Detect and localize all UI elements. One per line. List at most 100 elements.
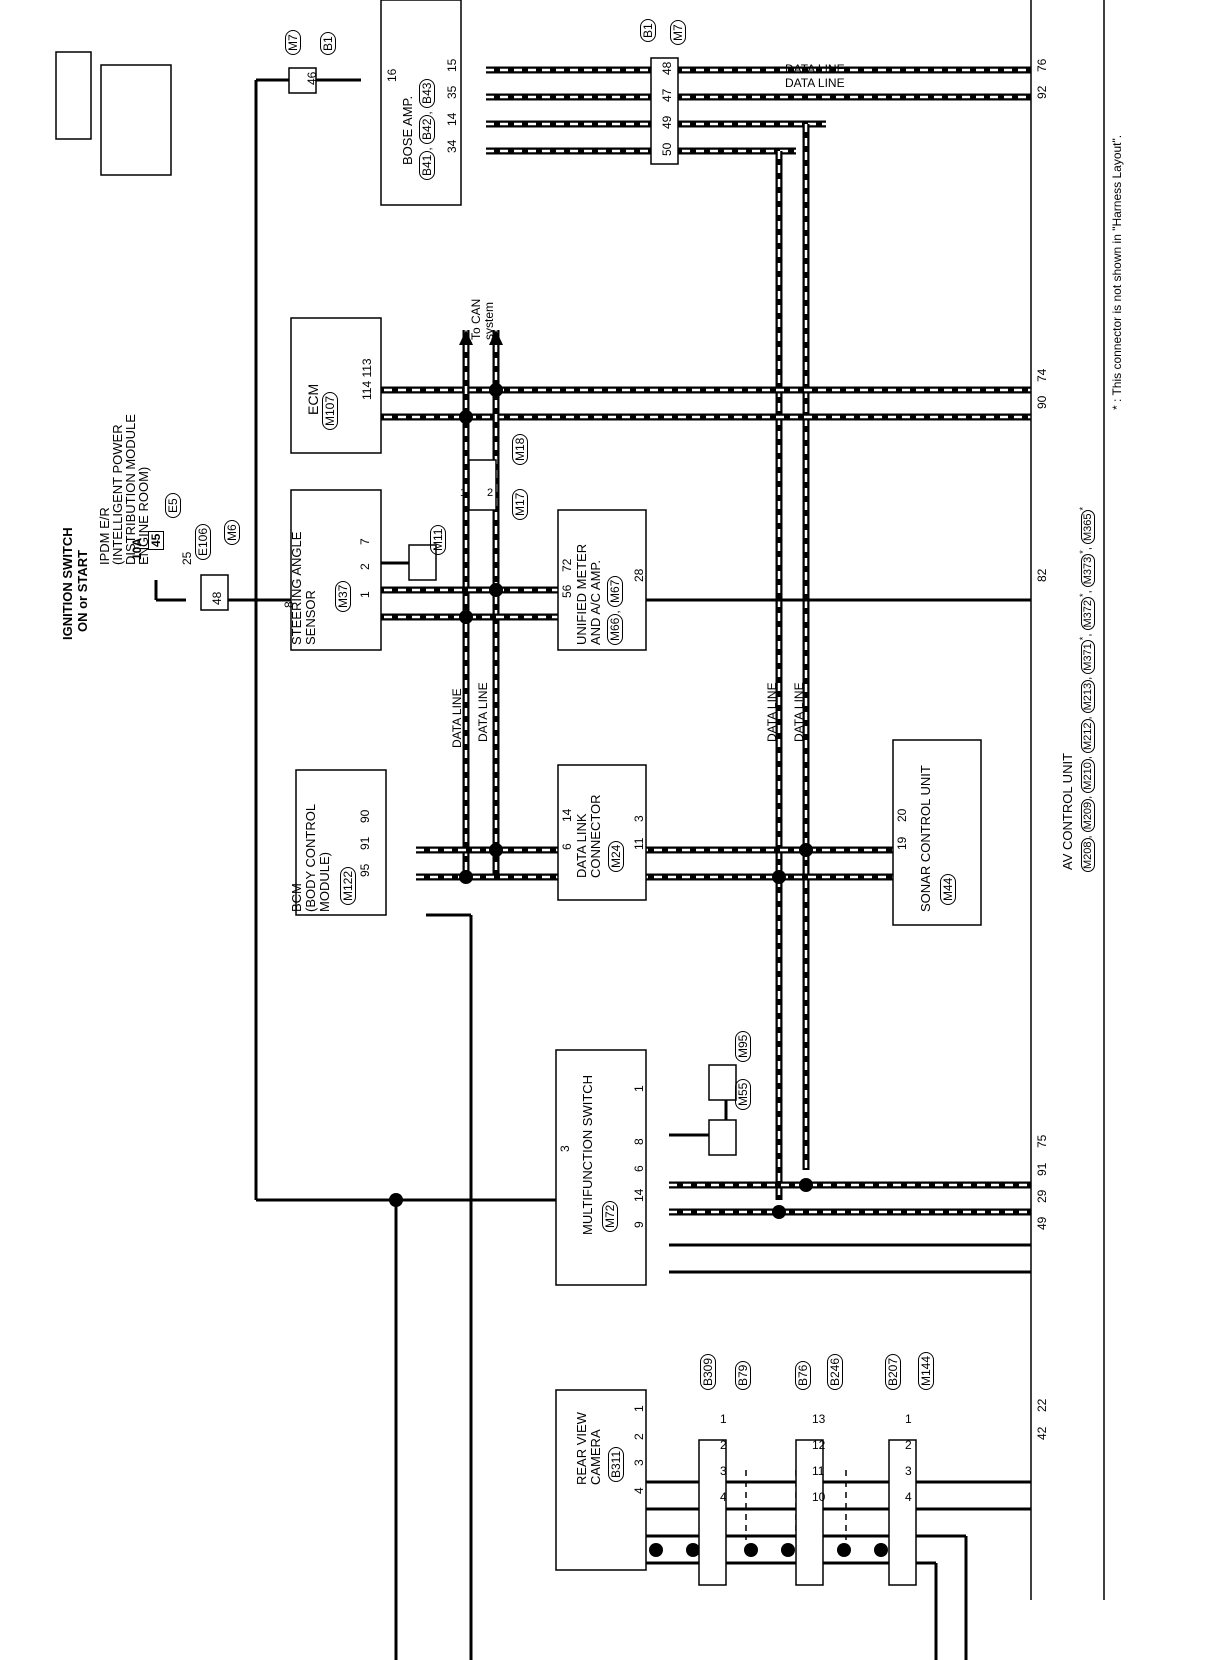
av-pin-75: 75 [1035,1134,1049,1148]
bose-pin-14: 14 [445,112,459,126]
av-pin-74: 74 [1035,368,1049,382]
camera-connector: B311 [608,1446,624,1482]
steering-pin-2: 2 [358,563,372,570]
meter-pin-56: 56 [560,584,574,598]
meter-connectors: M66, M67 [607,575,623,645]
m17-pin-2: 2 [487,487,494,499]
ecm-label: ECM [305,383,321,415]
b1-pin-48: 48 [660,61,674,75]
av-pin-49: 49 [1035,1216,1049,1230]
b207-pin-4: 4 [905,1490,912,1504]
steering-sensor-box [290,489,382,651]
can-system-label: To CAN system [469,298,496,340]
b207-pill: B207 [885,1353,901,1390]
ground-m55: M55 [735,1078,751,1110]
camera-pin-3: 3 [632,1459,646,1466]
b207-pin-2: 2 [905,1438,912,1452]
ecm-connector: M107 [322,391,338,430]
bcm-pin-90: 90 [358,809,372,823]
m18-pill: M18 [512,433,528,465]
av-pin-91: 91 [1035,1162,1049,1176]
av-control-unit-title: AV CONTROL UNIT [1060,752,1075,870]
mfs-pin-14: 14 [632,1188,646,1202]
bcm-pin-91: 91 [358,836,372,850]
bcm-connector: M122 [340,866,356,905]
b309-pin-4: 4 [720,1490,727,1504]
ignition-switch-label: IGNITION SWITCH ON or START [60,527,90,640]
dlc-pin-6: 6 [560,843,574,850]
ignition-switch-box [55,51,92,140]
b309-pill: B309 [700,1353,716,1390]
av-pin-82: 82 [1035,568,1049,582]
bose-data-lines [486,66,1031,1200]
b1-right-pill: B1 [640,19,656,42]
rear-view-camera-label: REAR VIEW CAMERA [574,1412,603,1485]
dlc-pin-11: 11 [632,837,646,850]
sonar-pin-19: 19 [895,836,909,850]
bose-pin-15: 15 [445,58,459,72]
sonar-label: SONAR CONTROL UNIT [918,765,933,912]
camera-pin-2: 2 [632,1433,646,1440]
b76-pin-13: 13 [812,1412,826,1426]
mfs-pin-8: 8 [632,1138,646,1145]
steering-pin-8: 8 [282,601,296,608]
bose-pin-35: 35 [445,85,459,99]
steering-pin-7: 7 [358,538,372,545]
steering-sensor-label: STEERING ANGLE SENSOR [289,531,318,645]
fuse-rating: 10A [130,537,144,560]
m144-pill: M144 [918,1351,934,1390]
camera-pin-1: 1 [632,1405,646,1412]
dlc-pin-14: 14 [560,808,574,822]
ipdm-box [100,64,172,176]
camera-pin-4: 4 [632,1487,646,1494]
b309-pin-2: 2 [720,1438,727,1452]
steering-connector: M37 [335,580,351,612]
ecm-pins: 114 113 [360,358,374,400]
av-control-unit-connectors: M208, M209, M210, M212, M213, M371*, M37… [1078,507,1095,872]
bose-connectors: B41, B42, B43 [419,78,435,180]
av-pin-90: 90 [1035,395,1049,409]
mfs-pin-6: 6 [632,1165,646,1172]
m6-pill: M6 [224,520,240,545]
data-line-nodes [459,383,813,1219]
e106-pill: E106 [195,523,211,560]
bcm-pin-95: 95 [358,863,372,877]
joint-connectors [200,57,917,1586]
ground-symbols [408,544,737,1156]
multifunction-switch-label: MULTIFUNCTION SWITCH [580,1074,595,1235]
b79-pill: B79 [735,1360,751,1390]
av-pin-42: 42 [1035,1426,1049,1440]
b207-pin-3: 3 [905,1464,912,1478]
b1-pin-49: 49 [660,115,674,129]
e106-pin: 48 [210,591,224,605]
ground-m95: M95 [735,1030,751,1062]
b309-pin-3: 3 [720,1464,727,1478]
data-line-label-6: DATA LINE [792,682,806,742]
b246-pill: B246 [827,1353,843,1390]
data-line-label-4: DATA LINE [476,682,490,742]
unified-meter-label: UNIFIED METER AND A/C AMP. [574,543,603,645]
ecm-box [290,317,382,454]
steering-pin-1: 1 [358,591,372,598]
av-pin-76: 76 [1035,58,1049,72]
data-link-connector-box [557,764,647,901]
ground-m11: M11 [430,524,446,555]
bcm-box [295,769,387,916]
m17-pill: M17 [512,488,528,520]
data-line-label-1: DATA LINE [785,62,845,76]
b76-pill: B76 [795,1360,811,1390]
b76-pin-10: 10 [812,1490,826,1504]
sonar-pin-20: 20 [895,808,909,822]
sonar-connector: M44 [940,873,956,905]
mfs-pin-3: 3 [558,1145,572,1152]
fuse-number: 45 [148,530,164,550]
meter-pin-72: 72 [560,558,574,572]
data-line-label-3: DATA LINE [450,688,464,748]
b207-pin-1: 1 [905,1412,912,1426]
bcm-label: BCM (BODY CONTROL MODULE) [289,803,332,912]
bose-amp-box [380,0,462,206]
av-pin-29: 29 [1035,1189,1049,1203]
mfs-pin-9: 9 [632,1221,646,1228]
